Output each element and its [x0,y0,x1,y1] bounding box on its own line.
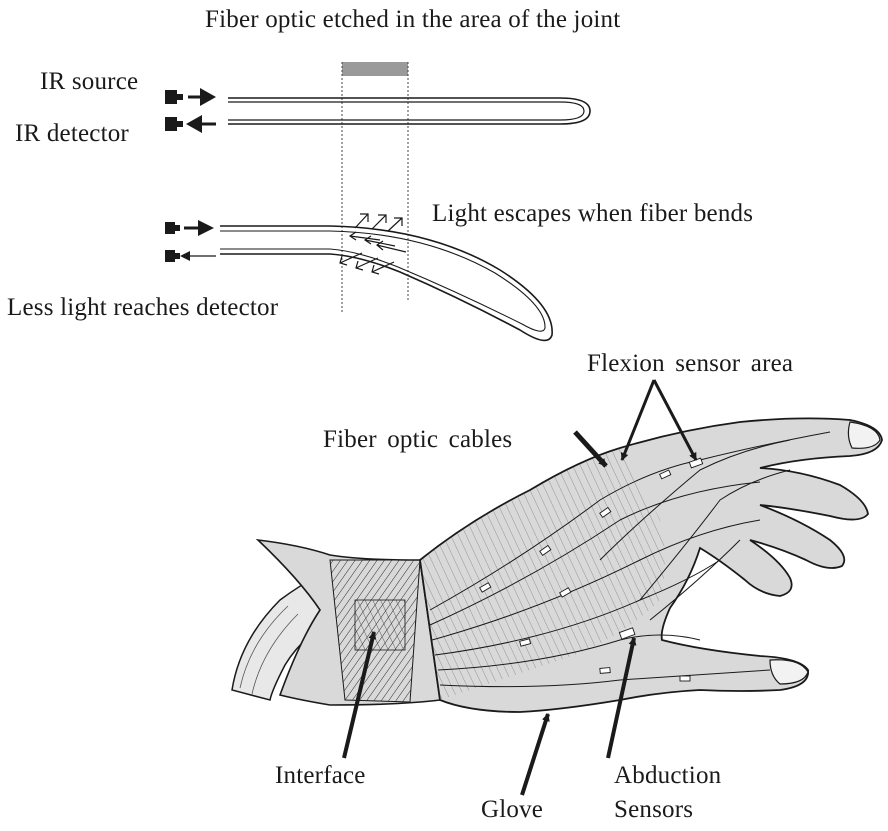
ir-source-connector-icon [165,88,216,106]
etched-area-band [342,62,408,312]
escaping-light-arrows [340,214,406,274]
glove-hand-illustration [232,418,882,712]
ir-detector-connector-icon [165,115,216,133]
bend-detector-connector-icon [165,250,216,262]
bent-fiber-loop [220,226,552,340]
bend-source-connector-icon [165,220,214,236]
